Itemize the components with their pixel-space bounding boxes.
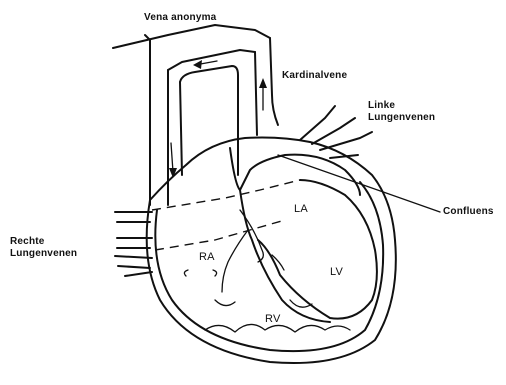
label-rv: RV	[265, 313, 280, 325]
label-linke-lungenvenen: Linke Lungenvenen	[368, 100, 435, 124]
label-ra: RA	[199, 251, 215, 263]
label-confluens: Confluens	[443, 206, 494, 218]
venous-loop	[113, 25, 278, 205]
label-vena-anonyma: Vena anonyma	[144, 12, 216, 24]
label-lv: LV	[330, 266, 343, 278]
label-rechte-lungenvenen: Rechte Lungenvenen	[10, 236, 77, 260]
heart-outline	[147, 138, 396, 364]
label-kardinalvene: Kardinalvene	[282, 70, 347, 82]
label-la: LA	[294, 203, 308, 215]
